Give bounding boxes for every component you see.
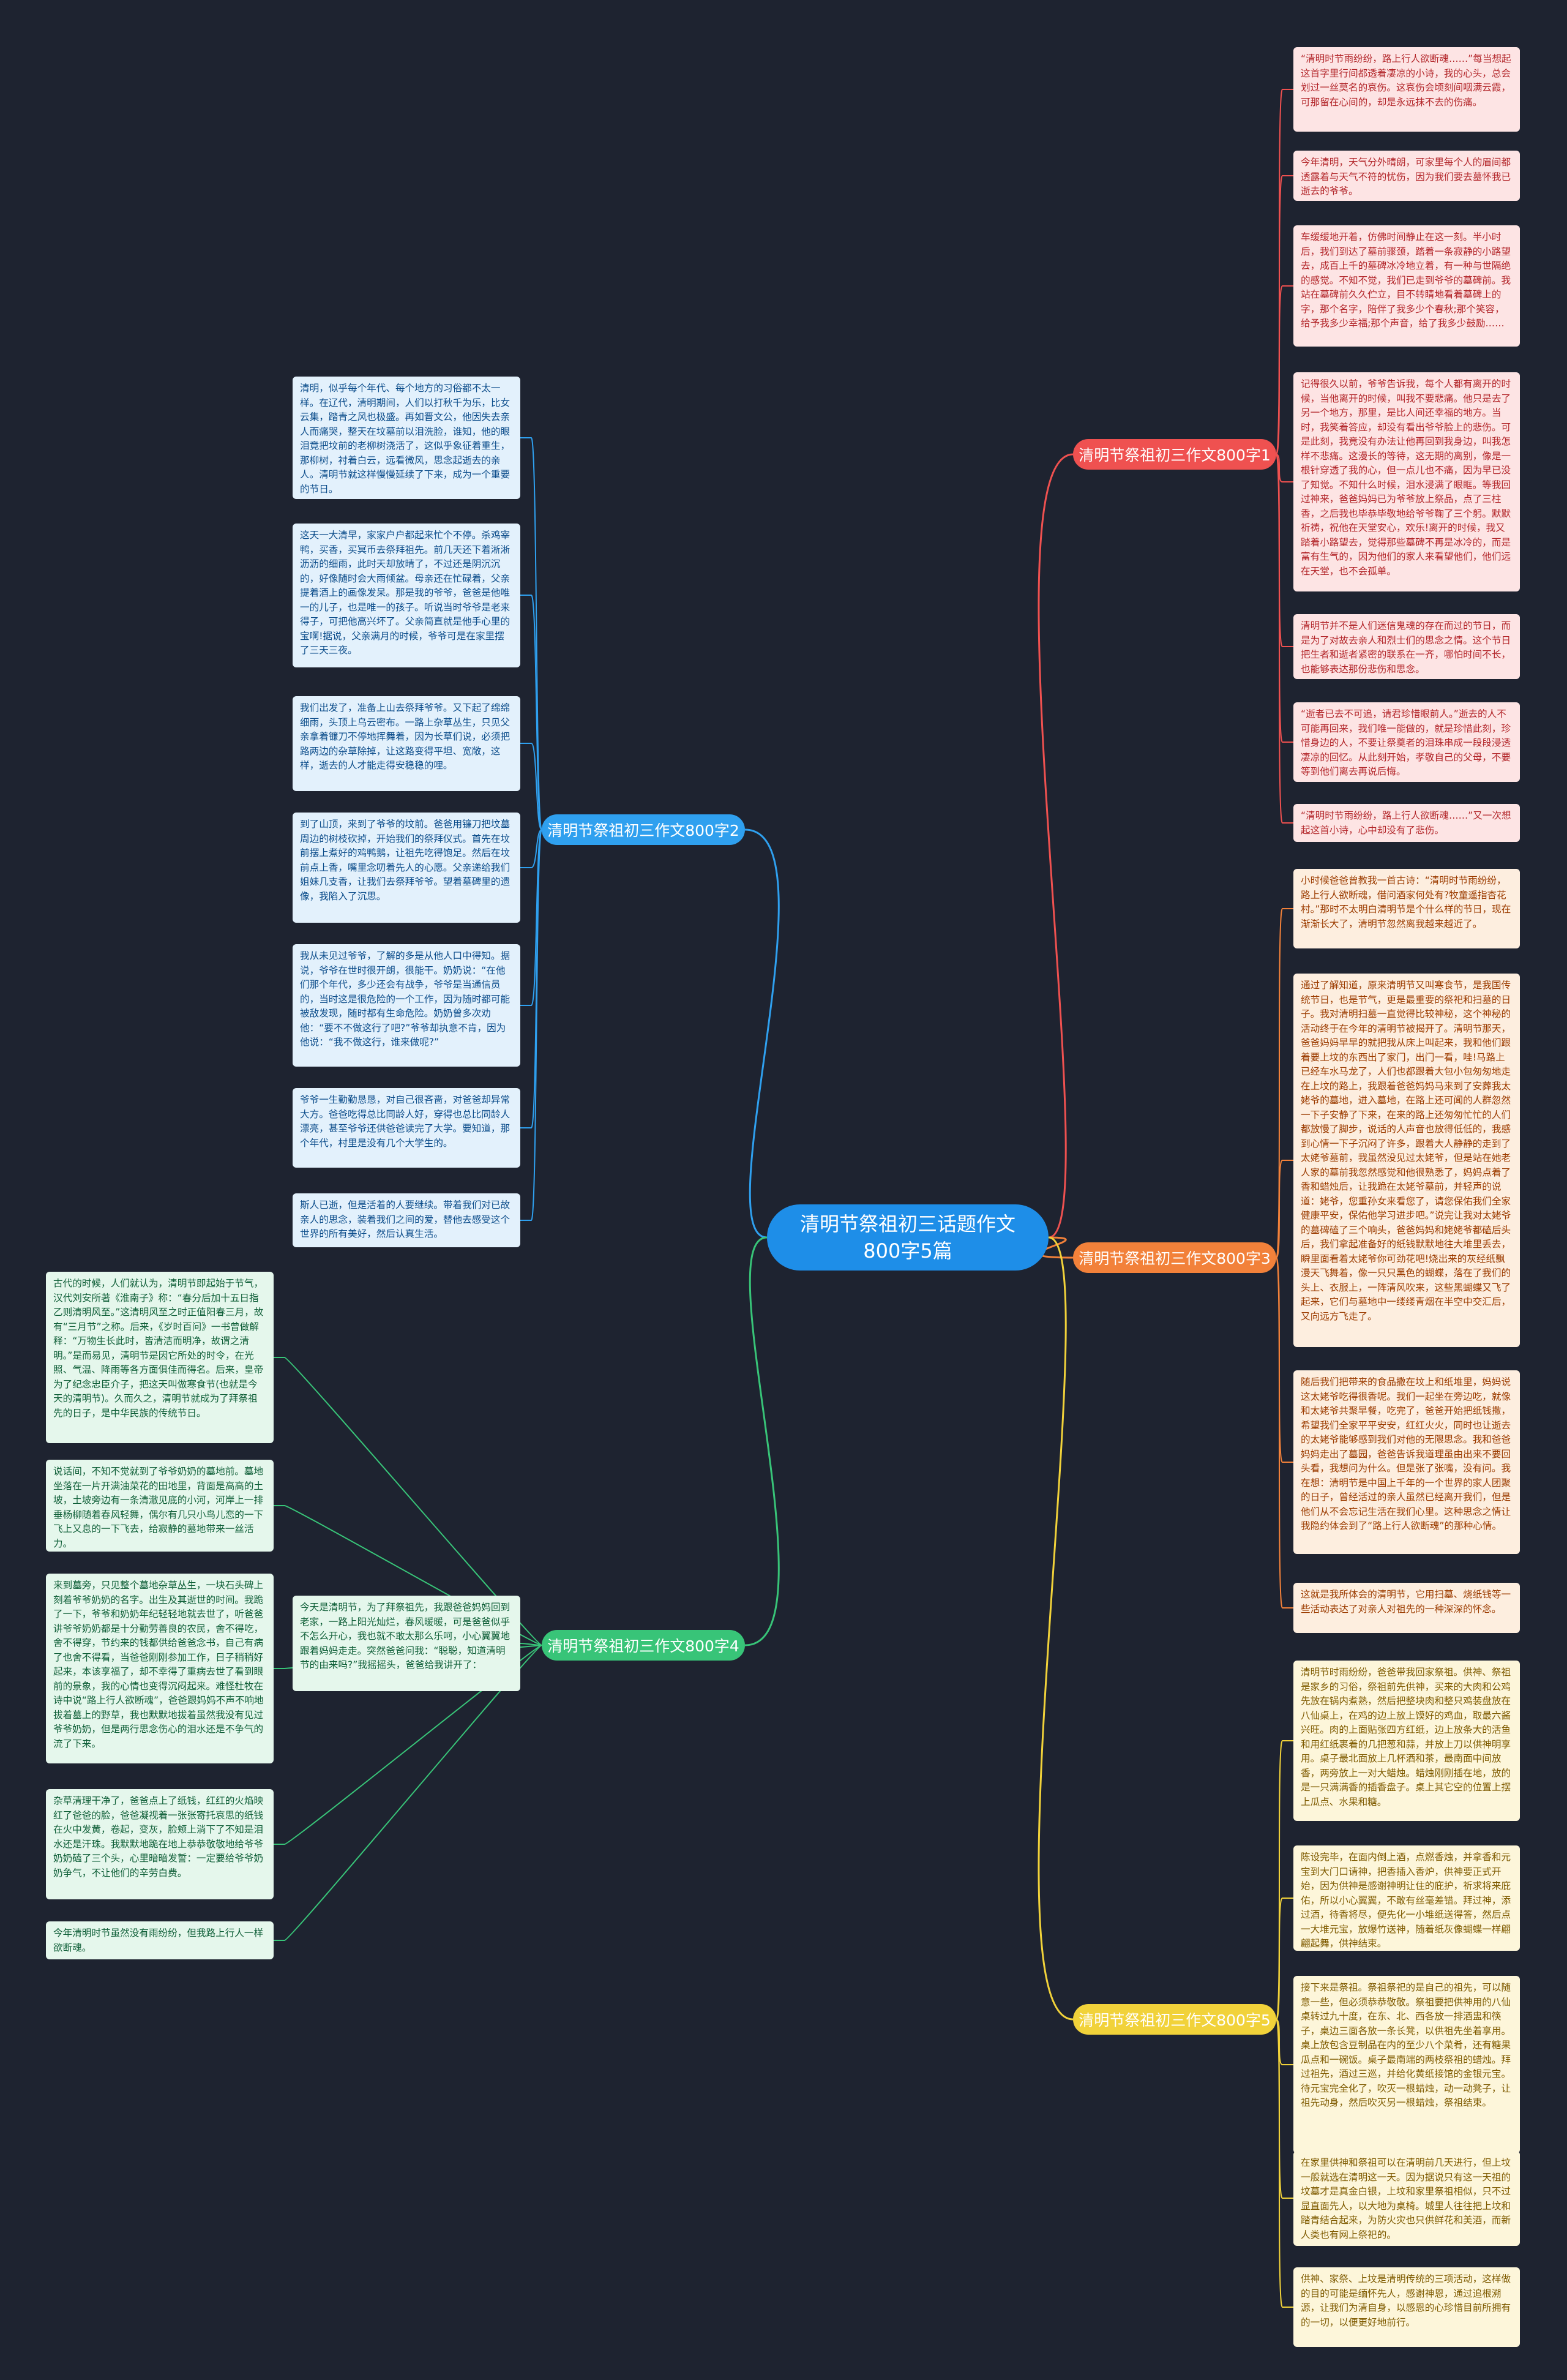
connector-line — [1038, 453, 1074, 1239]
root-label: 清明节祭祖初三话题作文800字5篇 — [799, 1212, 1015, 1263]
connector-line — [274, 1357, 542, 1646]
leaf-5-1: 清明节时雨纷纷，爸爸带我回家祭祖。供神、祭祖是家乡的习俗，祭祖前先供神，买来的大… — [1293, 1661, 1520, 1821]
leaf-2-6: 爷爷一生勤勤恳恳，对自己很吝啬，对爸爸却异常大方。爸爸吃得总比同龄人好，穿得也总… — [293, 1088, 520, 1168]
leaf-2-4: 到了山顶，来到了爷爷的坟前。爸爸用镰刀把坟墓周边的树枝砍掉，开始我们的祭拜仪式。… — [293, 813, 520, 923]
branch-label: 清明节祭祖初三作文800字1 — [1079, 446, 1271, 464]
leaf-1-3: 车缓缓地开着，仿佛时间静止在这一刻。半小时后，我们到达了墓前骤颈，踏着一条寂静的… — [1293, 225, 1520, 347]
connector-line — [1276, 908, 1293, 1258]
connector-line — [520, 1643, 542, 1646]
connector-line — [1276, 285, 1293, 455]
branch-3[interactable]: 清明节祭祖初三作文800字3 — [1073, 1242, 1276, 1273]
connector-line — [744, 828, 780, 1239]
leaf-3-3: 随后我们把带来的食品撒在坟上和纸堆里，妈妈说这太姥爷吃得很香呢。我们一起坐在旁边… — [1293, 1370, 1520, 1554]
leaf-4-3: 来到墓旁，只见整个墓地杂草丛生，一块石头碑上刻着爷爷奶奶的名字。出生及其逝世的时… — [46, 1574, 274, 1763]
connector-line — [1276, 1898, 1293, 2020]
connector-line — [274, 1505, 542, 1646]
connector-line — [1038, 1236, 1074, 2021]
connector-line — [520, 595, 542, 830]
leaf-5-4: 在家里供神和祭祖可以在清明前几天进行，但上坟一般就选在清明这一天。因为据说只有这… — [1293, 2151, 1520, 2246]
leaf-1-6: “逝者已去不可追，请君珍惜眼前人。”逝去的人不可能再回来，我们唯一能做的，就是珍… — [1293, 702, 1520, 782]
connector-line — [274, 1645, 542, 1941]
leaf-4-1: 古代的时候，人们就认为，清明节即起始于节气，汉代刘安所著《淮南子》称：“春分后加… — [46, 1272, 274, 1443]
leaf-1-7: “清明时节雨纷纷，路上行人欲断魂……”又一次想起这首小诗，心中却没有了悲伤。 — [1293, 804, 1520, 842]
connector-line — [1276, 454, 1293, 482]
connector-line — [520, 437, 542, 830]
branch-label: 清明节祭祖初三作文800字5 — [1079, 2011, 1271, 2029]
leaf-3-2: 通过了解知道，原来清明节又叫寒食节，是我国传统节日，也是节气，更是最重要的祭祀和… — [1293, 974, 1520, 1347]
branch-5[interactable]: 清明节祭祖初三作文800字5 — [1073, 2004, 1276, 2035]
leaf-4-4: 杂草清理干净了，爸爸点上了纸钱，红红的火焰映红了爸爸的脸，爸爸凝视着一张张寄托哀… — [46, 1789, 274, 1899]
leaf-2-1: 清明，似乎每个年代、每个地方的习俗都不太一样。在辽代，清明期间，人们以打秋千为乐… — [293, 377, 520, 499]
root-node[interactable]: 清明节祭祖初三话题作文800字5篇 — [767, 1204, 1049, 1271]
connector-line — [1276, 454, 1293, 824]
connector-line — [274, 1645, 542, 1845]
connector-line — [744, 1236, 780, 1646]
connector-line — [1276, 2019, 1293, 2308]
leaf-1-1: “清明时节雨纷纷，路上行人欲断魂……”每当想起这首字里行间都透着凄凉的小诗，我的… — [1293, 47, 1520, 132]
branch-label: 清明节祭祖初三作文800字2 — [547, 822, 739, 839]
leaf-4-5: 今年清明时节虽然没有雨纷纷，但我路上行人一样欲断魂。 — [46, 1921, 274, 1959]
leaf-2-7: 斯人已逝，但是活着的人要继续。带着我们对已故亲人的思念，装着我们之间的爱，替他去… — [293, 1193, 520, 1247]
branch-label: 清明节祭祖初三作文800字3 — [1079, 1250, 1271, 1267]
leaf-3-1: 小时候爸爸曾教我一首古诗：“清明时节雨纷纷，路上行人欲断魂，借问酒家何处有?牧童… — [1293, 869, 1520, 948]
connector-line — [1276, 1160, 1293, 1258]
connector-line — [520, 829, 542, 1221]
connector-line — [1276, 1257, 1293, 1609]
leaf-1-4: 记得很久以前，爷爷告诉我，每个人都有离开的时候，当他离开的时候，叫我不要悲痛。他… — [1293, 372, 1520, 591]
leaf-5-2: 陈设完毕，在面内倒上酒，点燃香烛，并拿香和元宝到大门口请神，把香插入香炉，供神要… — [1293, 1845, 1520, 1951]
leaf-5-3: 接下来是祭祖。祭祖祭祀的是自己的祖先，可以随意一些，但必须恭恭敬敬。祭祖要把供神… — [1293, 1976, 1520, 2153]
connector-line — [520, 743, 542, 830]
branch-1[interactable]: 清明节祭祖初三作文800字1 — [1073, 439, 1276, 470]
leaf-3-4: 这就是我所体会的清明节，它用扫墓、烧纸钱等一些活动表达了对亲人对祖先的一种深深的… — [1293, 1583, 1520, 1633]
leaf-2-3: 我们出发了，准备上山去祭拜爷爷。又下起了绵绵细雨，头顶上乌云密布。一路上杂草丛生… — [293, 696, 520, 791]
leaf-5-5: 供神、家祭、上坟是清明传统的三项活动，这样做的目的可能是缅怀先人，感谢神恩，通过… — [1293, 2267, 1520, 2347]
leaf-2-2: 这天一大清早，家家户户都起来忙个不停。杀鸡宰鸭，买香，买冥币去祭拜祖先。前几天还… — [293, 524, 520, 667]
leaf-2-5: 我从未见过爷爷，了解的多是从他人口中得知。据说，爷爷在世时很开朗，很能干。奶奶说… — [293, 944, 520, 1067]
leaf-4-6: 今天是清明节，为了拜祭祖先，我跟爸爸妈妈回到老家，一路上阳光灿烂，春风暖暖，可是… — [293, 1596, 520, 1691]
branch-2[interactable]: 清明节祭祖初三作文800字2 — [542, 814, 745, 845]
branch-label: 清明节祭祖初三作文800字4 — [547, 1637, 739, 1655]
leaf-1-2: 今年清明，天气分外晴朗，可家里每个人的眉间都透露着与天气不符的忧伤，因为我们要去… — [1293, 151, 1520, 201]
leaf-4-2: 说话间，不知不觉就到了爷爷奶奶的墓地前。墓地坐落在一片开满油菜花的田地里，背面是… — [46, 1460, 274, 1552]
branch-4[interactable]: 清明节祭祖初三作文800字4 — [542, 1630, 745, 1661]
connector-line — [520, 829, 542, 868]
leaf-1-5: 清明节并不是人们迷信鬼魂的存在而过的节日，而是为了对故去亲人和烈士们的思念之情。… — [1293, 614, 1520, 679]
connector-line — [1038, 1236, 1074, 1259]
